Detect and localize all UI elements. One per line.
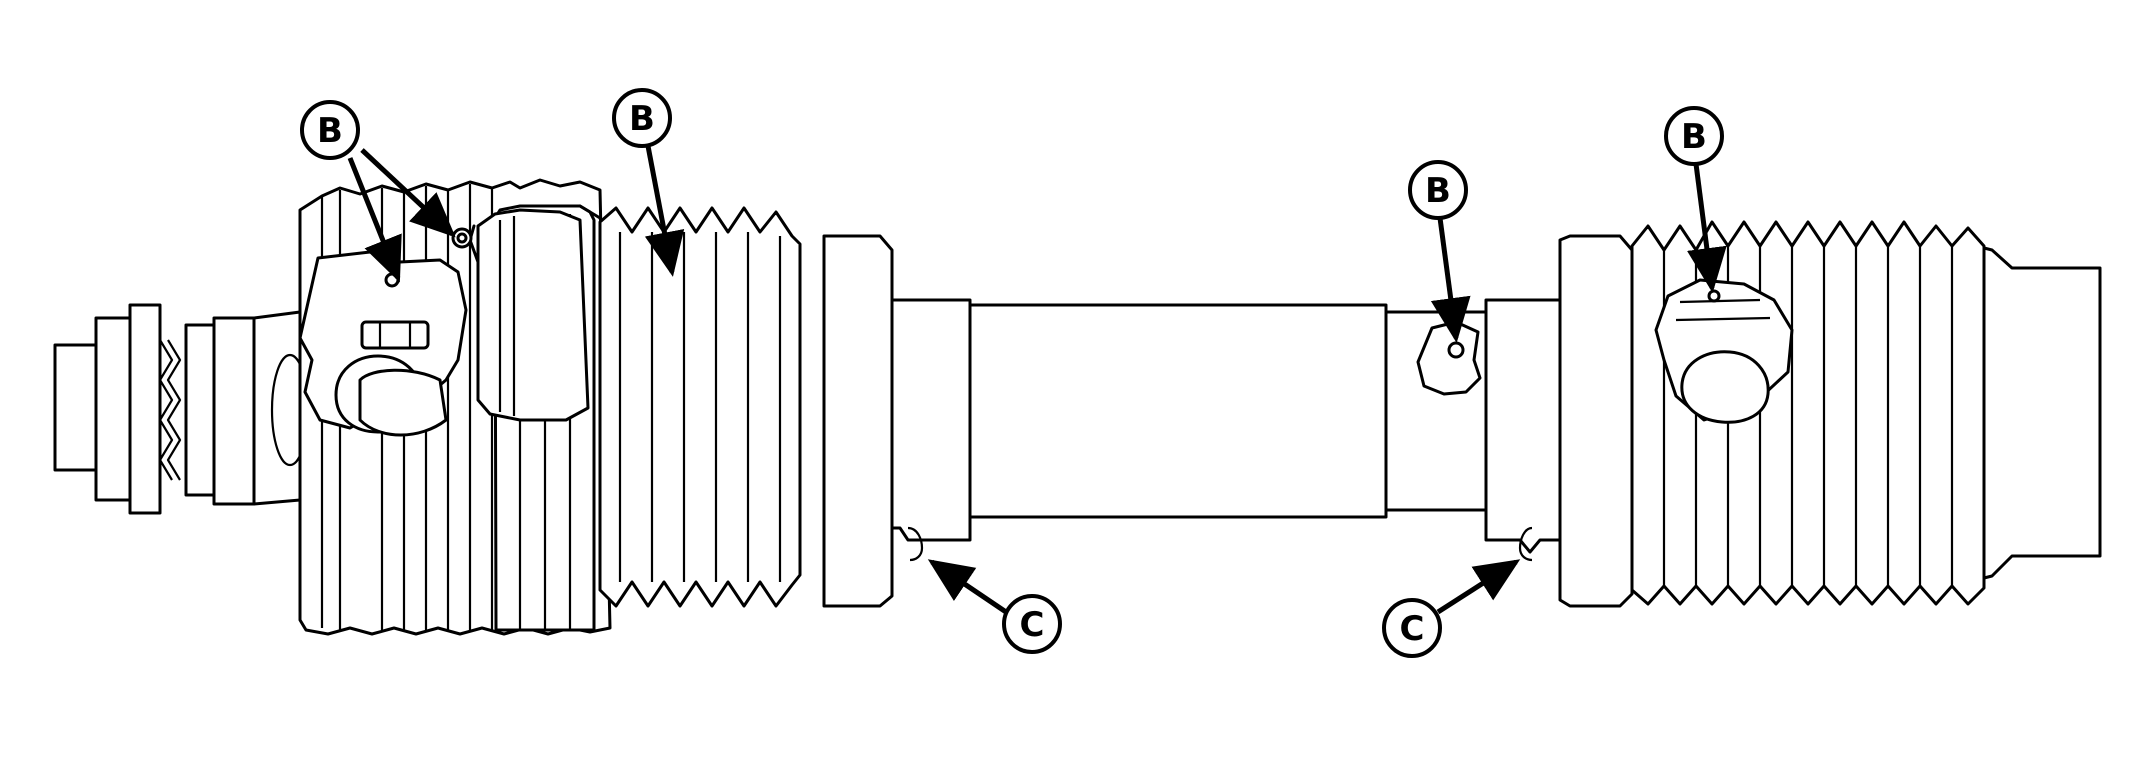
left-coupler bbox=[53, 303, 312, 515]
left-bellows bbox=[598, 206, 802, 608]
callout-b-3 bbox=[1408, 160, 1468, 220]
callout-b-4-label: B bbox=[1681, 117, 1707, 157]
callout-b-2-label: B bbox=[629, 99, 655, 139]
left-cutaway bbox=[298, 250, 468, 437]
callout-c-2-label: C bbox=[1400, 609, 1425, 649]
callout-b-4 bbox=[1664, 106, 1724, 166]
callout-c-1-label: C bbox=[1020, 605, 1045, 645]
right-collar bbox=[1484, 234, 1634, 608]
center-tube bbox=[968, 303, 1488, 519]
callout-b-1-label: B bbox=[317, 111, 343, 151]
right-shield bbox=[1982, 246, 2102, 580]
center-band bbox=[468, 208, 590, 422]
callout-b-1 bbox=[300, 100, 360, 160]
left-collar bbox=[822, 234, 972, 608]
callouts: B B B B C C bbox=[300, 88, 1727, 658]
callout-b-3-label: B bbox=[1425, 171, 1451, 211]
callout-b-2 bbox=[612, 88, 672, 148]
right-bellows bbox=[1630, 220, 1986, 606]
callout-c-2 bbox=[1382, 598, 1442, 658]
callout-c-1 bbox=[1002, 594, 1062, 654]
